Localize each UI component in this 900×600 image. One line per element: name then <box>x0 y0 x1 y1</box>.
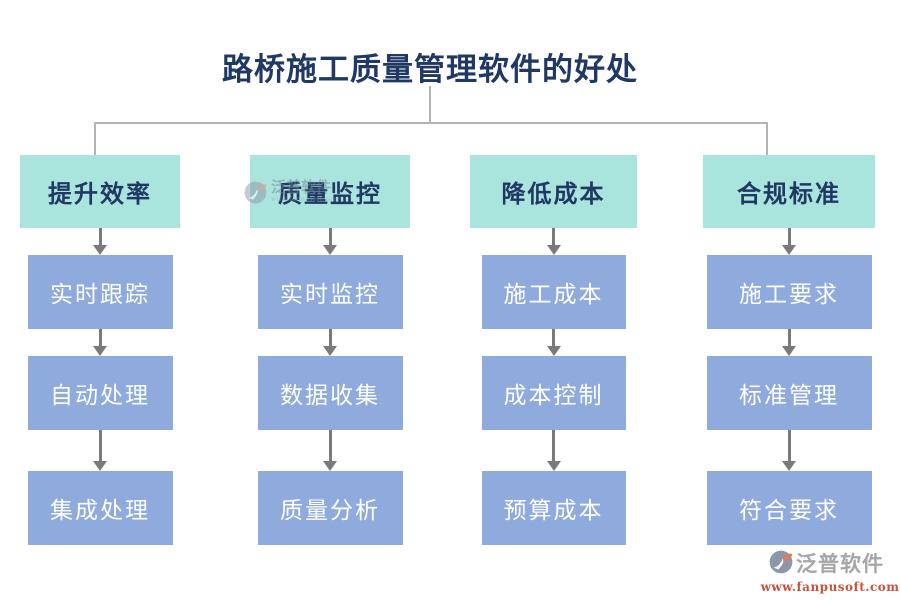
column-cost-reduction: 降低成本 施工成本 成本控制 预算成本 <box>470 155 637 545</box>
item-node: 施工成本 <box>481 255 626 329</box>
item-node: 质量分析 <box>257 471 403 545</box>
fanpu-logo-icon <box>768 549 794 578</box>
arrow-down-icon <box>546 228 561 255</box>
connector-horizontal <box>94 122 768 124</box>
fanpu-footer-logo: 泛普软件 www.fanpusoft.com <box>761 549 899 593</box>
column-efficiency: 提升效率 实时跟踪 自动处理 集成处理 <box>20 155 180 545</box>
header-node: 降低成本 <box>470 155 637 228</box>
arrow-down-icon <box>323 430 337 471</box>
header-node: 质量监控 <box>250 155 410 228</box>
arrow-down-icon <box>782 228 796 255</box>
item-node: 自动处理 <box>27 356 173 430</box>
arrow-down-icon <box>323 329 337 356</box>
header-node: 合规标准 <box>703 155 875 228</box>
footer-brand-text: 泛普软件 <box>796 551 884 576</box>
item-node: 预算成本 <box>481 471 626 545</box>
arrow-down-icon <box>93 430 107 471</box>
arrow-down-icon <box>782 430 796 471</box>
arrow-down-icon <box>546 329 561 356</box>
connector-drop-right <box>766 123 768 155</box>
header-node: 提升效率 <box>20 155 180 228</box>
item-node: 集成处理 <box>27 471 173 545</box>
item-node: 标准管理 <box>706 356 872 430</box>
header-label: 提升效率 <box>48 179 152 208</box>
header-label: 合规标准 <box>737 179 841 208</box>
arrow-down-icon <box>93 329 107 356</box>
item-node: 数据收集 <box>257 356 403 430</box>
arrow-down-icon <box>323 228 337 255</box>
item-node: 符合要求 <box>706 471 872 545</box>
column-compliance: 合规标准 施工要求 标准管理 符合要求 <box>703 155 875 545</box>
arrow-down-icon <box>546 430 561 471</box>
item-node: 实时跟踪 <box>27 255 173 329</box>
arrow-down-icon <box>782 329 796 356</box>
arrow-down-icon <box>93 228 107 255</box>
footer-url-text: www.fanpusoft.com <box>760 580 900 594</box>
header-label: 降低成本 <box>501 179 606 208</box>
connector-drop-left <box>94 123 96 155</box>
item-node: 实时监控 <box>257 255 403 329</box>
connector-riser <box>429 86 431 123</box>
header-label: 质量监控 <box>278 179 382 208</box>
column-quality-monitoring: 质量监控 实时监控 数据收集 质量分析 <box>250 155 410 545</box>
page-title: 路桥施工质量管理软件的好处 <box>222 52 638 88</box>
item-node: 成本控制 <box>481 356 626 430</box>
item-node: 施工要求 <box>706 255 872 329</box>
